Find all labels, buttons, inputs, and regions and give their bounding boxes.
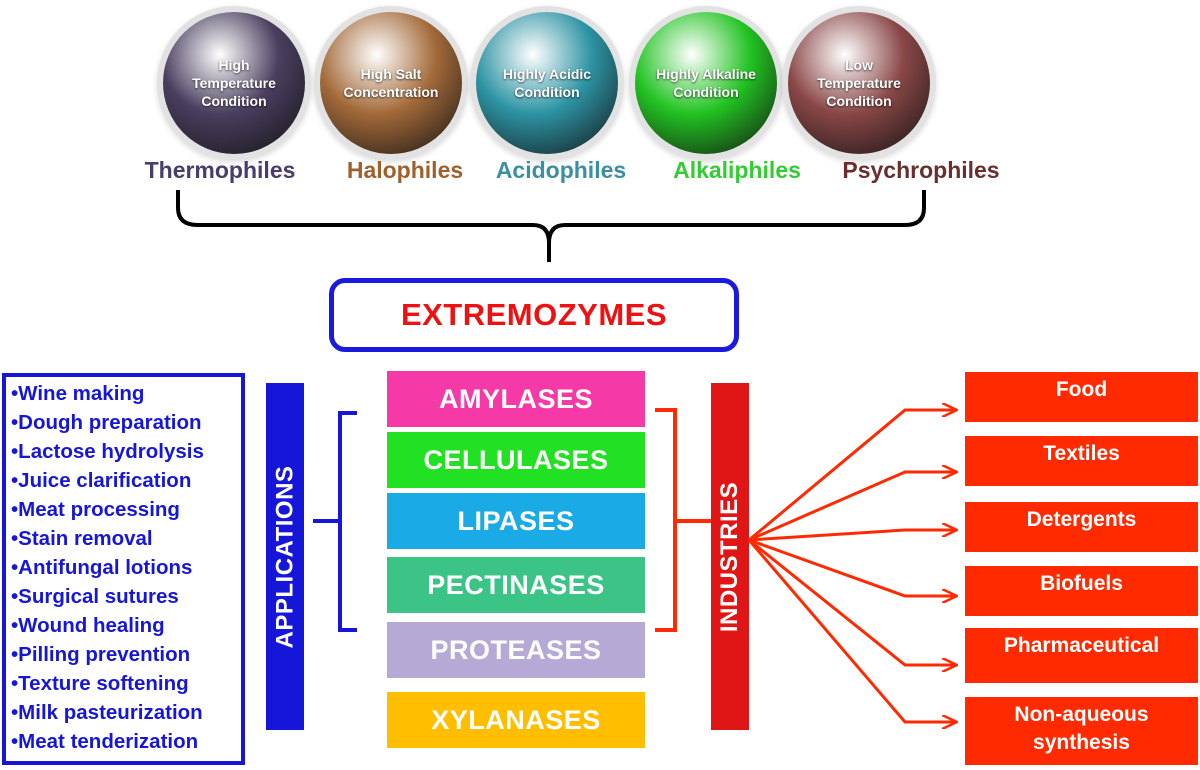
industry-box: Biofuels [965, 566, 1198, 616]
enzyme-box: LIPASES [387, 493, 645, 549]
industry-arrow [748, 410, 957, 542]
application-item: •Texture softening [11, 672, 189, 695]
condition-label: Highly Acidic Condition [502, 66, 592, 100]
extremozymes-title: EXTREMOZYMES [400, 297, 668, 332]
enzyme-label: XYLANASES [431, 704, 601, 735]
application-item: •Juice clarification [11, 469, 192, 492]
application-item: •Pilling prevention [11, 643, 191, 666]
enzyme-box: PROTEASES [387, 622, 645, 678]
industry-arrow [748, 472, 957, 542]
industries-bar-label: INDUSTRIES [716, 481, 744, 632]
industry-arrow [747, 539, 957, 722]
industry-label: Non-aqueous synthesis [1014, 703, 1149, 754]
enzyme-label: AMYLASES [438, 383, 594, 414]
enzyme-label: PROTEASES [430, 634, 602, 665]
enzyme-label: LIPASES [457, 505, 575, 536]
organism-label: Acidophiles [495, 157, 627, 183]
application-item: •Stain removal [11, 527, 153, 550]
condition-label: Highly Alkaline Condition [656, 66, 756, 100]
condition-label: High Temperature Condition [192, 57, 276, 109]
enzyme-box: PECTINASES [387, 557, 645, 613]
extremozymes-box: EXTREMOZYMES [329, 278, 739, 352]
industry-box: Detergents [965, 502, 1198, 552]
condition-sphere: High Temperature Condition [163, 12, 305, 154]
application-item: •Antifungal lotions [11, 556, 193, 579]
condition-sphere: Low Temperature Condition [788, 12, 930, 154]
industry-box: Pharmaceutical [965, 628, 1198, 683]
applications-bracket [313, 411, 357, 632]
industries-bracket [655, 408, 711, 632]
application-item: •Surgical sutures [11, 585, 179, 608]
condition-sphere: Highly Alkaline Condition [635, 12, 777, 154]
application-item: •Wine making [11, 382, 145, 405]
application-item: •Milk pasteurization [11, 701, 203, 724]
condition-label: Low Temperature Condition [817, 57, 901, 109]
applications-bar: APPLICATIONS [266, 383, 304, 730]
application-item: •Meat processing [11, 498, 180, 521]
condition-label: High Salt Concentration [343, 66, 439, 100]
industry-label: Food [1055, 378, 1108, 401]
organisms-brace [176, 190, 926, 262]
industry-label: Detergents [1026, 508, 1137, 531]
enzyme-box: XYLANASES [387, 692, 645, 748]
industry-arrow [748, 538, 957, 665]
industry-box: Food [965, 372, 1198, 422]
organism-label: Alkaliphiles [673, 157, 801, 183]
enzyme-box: AMYLASES [387, 371, 645, 427]
industries-bar: INDUSTRIES [711, 383, 749, 730]
organism-label: Thermophiles [144, 157, 296, 183]
enzyme-label: PECTINASES [427, 569, 605, 600]
application-item: •Lactose hydrolysis [11, 440, 204, 463]
industry-box: Textiles [965, 436, 1198, 486]
organism-label: Halophiles [346, 157, 464, 183]
application-item: •Wound healing [11, 614, 165, 637]
applications-bar-label: APPLICATIONS [271, 465, 298, 648]
application-item: •Dough preparation [11, 411, 202, 434]
condition-sphere: Highly Acidic Condition [476, 12, 618, 154]
industry-label: Biofuels [1040, 572, 1123, 595]
organism-label: Psychrophiles [842, 157, 1000, 183]
industry-label: Pharmaceutical [1003, 634, 1160, 657]
application-item: •Meat tenderization [11, 730, 199, 753]
enzyme-box: CELLULASES [387, 432, 645, 488]
industry-box: Non-aqueous synthesis [965, 697, 1198, 765]
condition-sphere: High Salt Concentration [320, 12, 462, 154]
industry-arrow [748, 530, 957, 542]
enzyme-label: CELLULASES [423, 444, 609, 475]
industry-arrow [748, 538, 957, 596]
applications-list: •Wine making •Dough preparation •Lactose h… [2, 373, 245, 765]
industry-label: Textiles [1043, 442, 1120, 465]
